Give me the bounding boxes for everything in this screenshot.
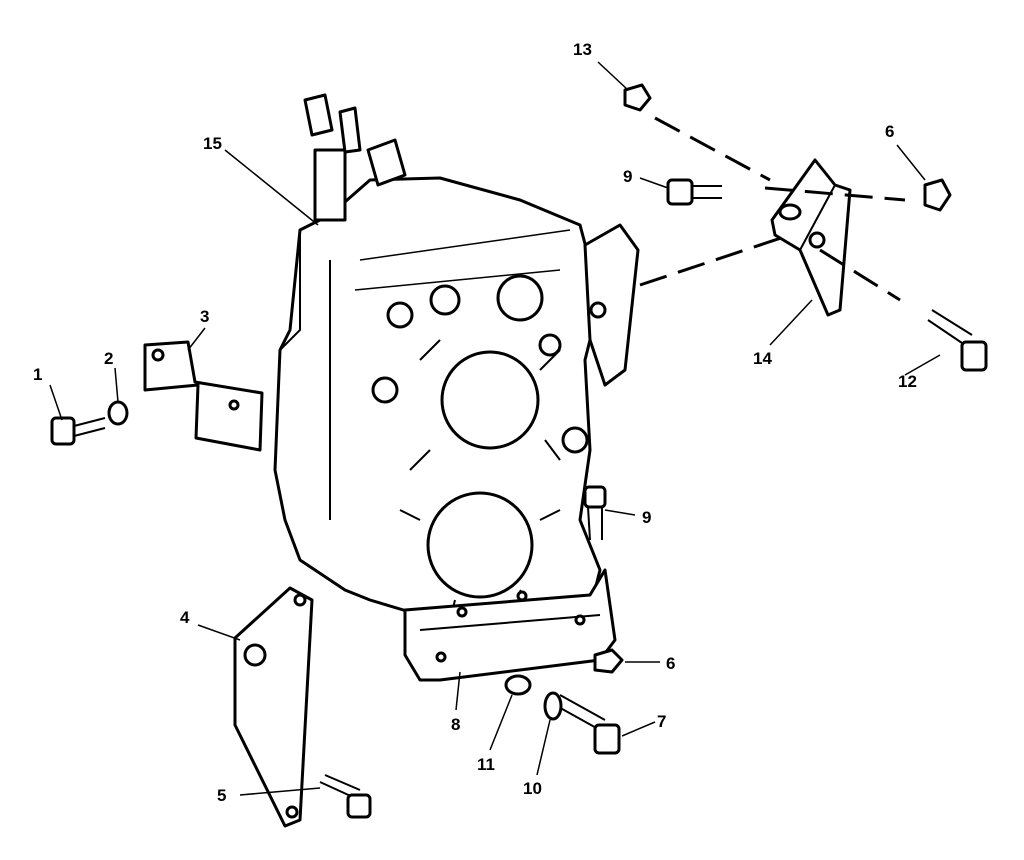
bolt-9-lower [583, 485, 607, 541]
callout-2: 2 [104, 349, 113, 368]
callout-13: 13 [573, 40, 592, 59]
callout-3: 3 [200, 307, 209, 326]
washer-10 [543, 691, 563, 721]
callout-8: 8 [451, 715, 460, 734]
callout-14: 14 [753, 349, 772, 368]
washer-11 [504, 674, 532, 696]
washer-2 [107, 400, 129, 426]
callout-15: 15 [203, 134, 222, 153]
nut-13 [623, 83, 652, 112]
bracket-3 [143, 340, 264, 452]
callout-6-upper: 6 [885, 122, 894, 141]
callout-10: 10 [523, 779, 542, 798]
bolt-12 [927, 309, 988, 372]
callout-11: 11 [477, 755, 495, 774]
nut-6-lower [593, 648, 624, 674]
callout-12: 12 [898, 372, 917, 391]
callout-9-upper: 9 [623, 167, 632, 186]
bolt-7 [554, 694, 621, 755]
callout-5: 5 [217, 786, 226, 805]
callout-1: 1 [33, 365, 42, 384]
callout-9-lower: 9 [642, 508, 651, 527]
nut-6-upper [923, 178, 952, 212]
bolt-1 [50, 416, 106, 446]
callout-6-lower: 6 [666, 654, 675, 673]
gearbox-housing [273, 93, 640, 682]
bolt-5 [319, 774, 372, 819]
bracket-14 [770, 158, 852, 317]
bolt-9-upper [666, 178, 722, 206]
callout-4: 4 [180, 608, 190, 627]
leader-lines [49, 61, 941, 796]
callout-7: 7 [657, 712, 666, 731]
